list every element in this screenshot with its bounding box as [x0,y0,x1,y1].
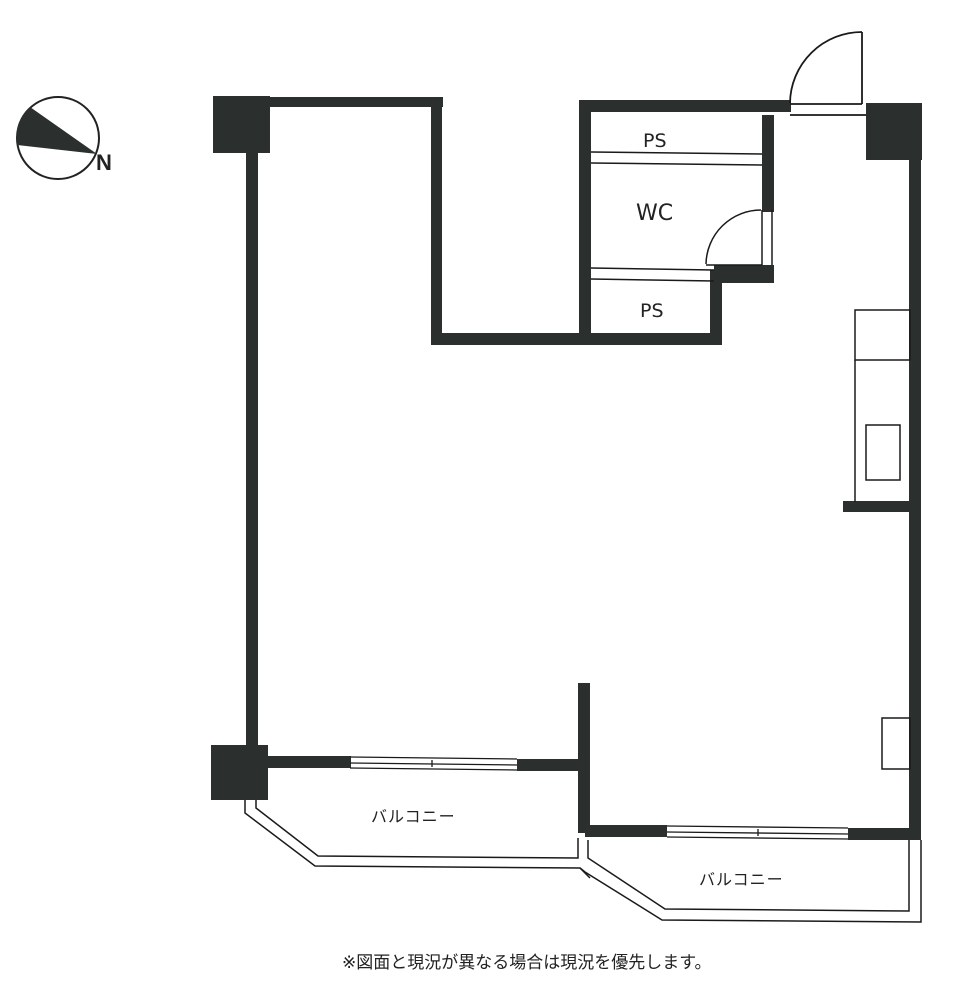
footer-disclaimer: ※図面と現況が異なる場合は現況を優先します。 [342,953,712,973]
kitchen-counter [854,309,911,502]
balcony-outlines [244,800,922,923]
walls [211,96,922,840]
room-label-wc: WC [636,201,674,226]
north-arrow-compass-icon [16,96,100,180]
room-label-balcony-left: バルコニー [371,807,456,826]
room-label-ps-lower: PS [640,300,664,322]
wc-partitions [590,151,773,282]
room-label-ps-upper: PS [643,130,667,152]
room-label-balcony-right: バルコニー [699,870,784,889]
sliding-windows [349,756,849,840]
compass-north-label: N [96,150,112,175]
storage-box [881,717,911,770]
entry-door [789,31,866,116]
